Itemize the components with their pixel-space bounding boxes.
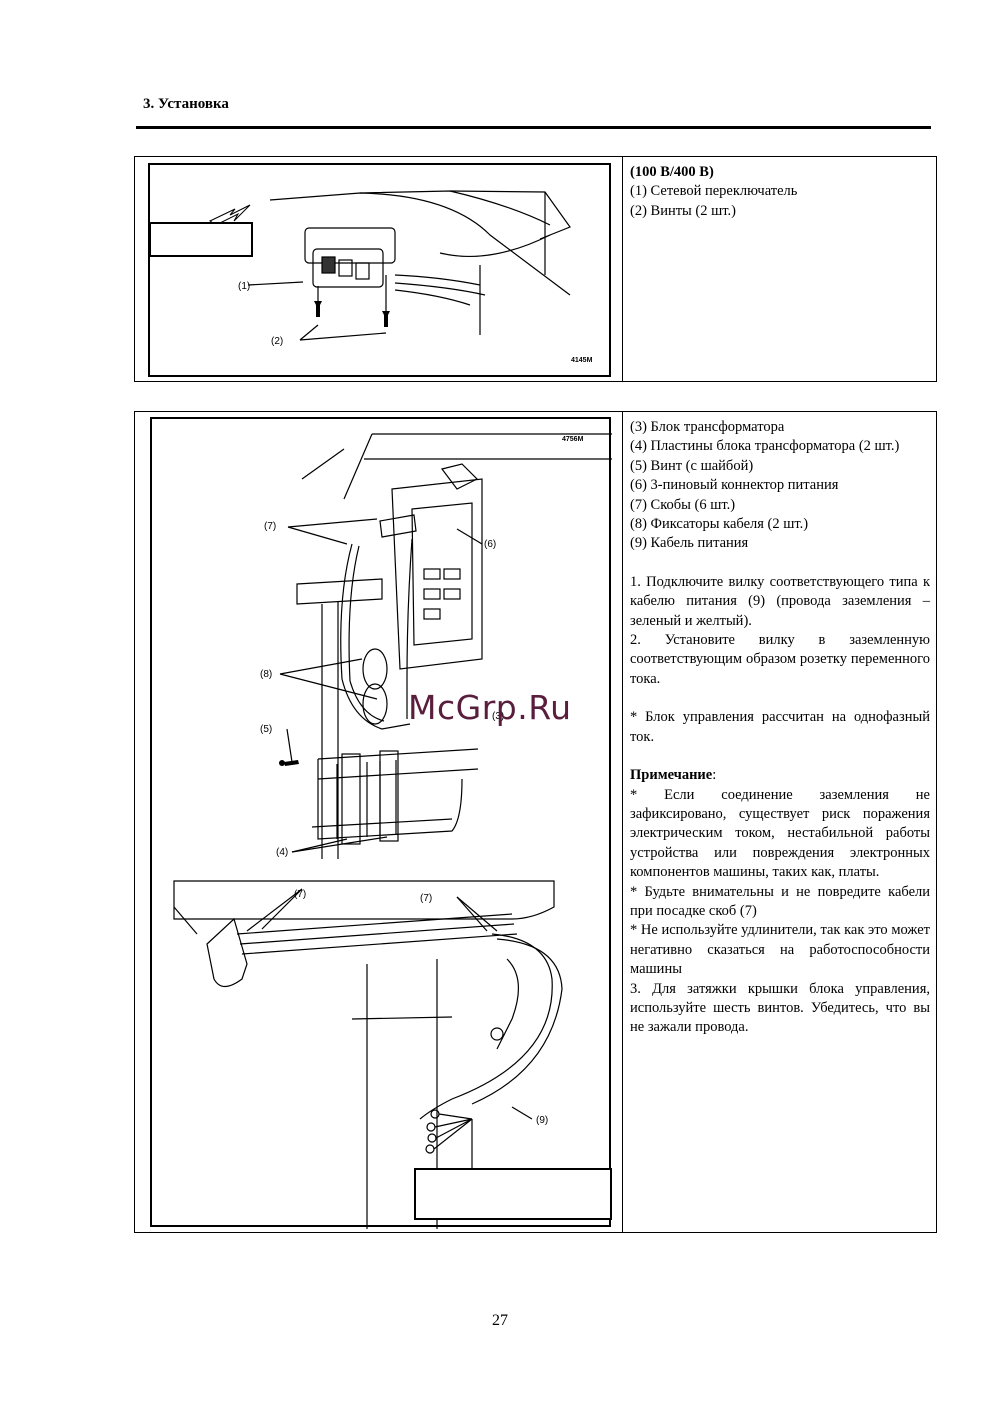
part-item: (1) Сетевой переключатель xyxy=(630,183,798,200)
callout-2: (2) xyxy=(271,336,283,347)
figure-cell: (7) (6) (8) (3) (5) (4) (7) (7) (9) 4756… xyxy=(135,412,623,1232)
figure-cell: (1) (2) 4145M xyxy=(135,157,623,381)
callout-7: (7) xyxy=(294,889,306,900)
callout-1: (1) xyxy=(238,281,250,292)
part-item: (3) Блок трансформатора xyxy=(630,419,785,435)
transformer-text: (3) Блок трансформатора (4) Пластины бло… xyxy=(630,418,930,1038)
figure-code: 4145M xyxy=(571,357,593,364)
callout-9: (9) xyxy=(536,1115,548,1126)
callout-4: (4) xyxy=(276,847,288,858)
step-3: 3. Для затяжки крышки блока управления, … xyxy=(630,980,930,1036)
part-item: (2) Винты (2 шт.) xyxy=(630,202,736,219)
header-rule xyxy=(136,126,931,129)
single-phase-note: * Блок управления рассчитан на однофазны… xyxy=(630,709,930,745)
callout-8: (8) xyxy=(260,669,272,680)
part-item: (5) Винт (с шайбой) xyxy=(630,457,754,474)
note-heading: Примечание xyxy=(630,767,713,784)
note-colon: : xyxy=(712,767,717,784)
part-item: (8) Фиксаторы кабеля (2 шт.) xyxy=(630,516,809,533)
figure-code: 4756M xyxy=(562,436,584,443)
section-title: 3. Установка xyxy=(143,96,229,112)
callout-6: (6) xyxy=(484,539,496,550)
power-switch-text: (100 В/400 В) (1) Сетевой переключатель … xyxy=(630,163,930,221)
part-item: (6) 3-пиновый коннектор питания xyxy=(630,477,839,494)
voltage-heading: (100 В/400 В) xyxy=(630,164,714,180)
callout-7: (7) xyxy=(264,521,276,532)
part-item: (7) Скобы (6 шт.) xyxy=(630,496,736,513)
note-item: * Будьте внимательны и не повредите кабе… xyxy=(630,883,930,919)
power-switch-panel: (1) (2) 4145M (100 В/400 В) (1) Сетевой … xyxy=(134,156,937,382)
watermark: McGrp.Ru xyxy=(408,688,572,727)
note-item: * Не используйте удлинители, так как это… xyxy=(630,922,930,978)
callout-5: (5) xyxy=(260,724,272,735)
callout-3: (3) xyxy=(492,711,504,722)
transformer-illustration: (7) (6) (8) (3) (5) (4) (7) (7) (9) 4756… xyxy=(173,433,612,1229)
part-item: (4) Пластины блока трансформатора (2 шт.… xyxy=(630,438,900,455)
power-switch-figure: (1) (2) 4145M xyxy=(148,163,611,377)
callout-7: (7) xyxy=(420,893,432,904)
page-number: 27 xyxy=(492,1312,508,1329)
transformer-figure: (7) (6) (8) (3) (5) (4) (7) (7) (9) 4756… xyxy=(150,417,612,1229)
transformer-panel: (7) (6) (8) (3) (5) (4) (7) (7) (9) 4756… xyxy=(134,411,937,1233)
step-2: 2. Установите вилку в заземленную соотве… xyxy=(630,632,930,687)
step-1: 1. Подключите вилку соответствующего тип… xyxy=(630,573,930,629)
note-item: * Если соединение заземления не зафиксир… xyxy=(630,786,930,881)
part-item: (9) Кабель питания xyxy=(630,535,749,552)
power-switch-illustration: (1) (2) 4145M xyxy=(150,190,593,364)
